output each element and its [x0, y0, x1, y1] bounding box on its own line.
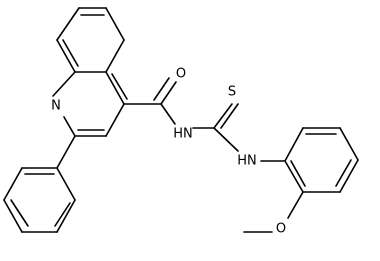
carbonyl-oxygen-label: O [176, 67, 186, 82]
carbonyl-group [123, 77, 177, 125]
thiocarbonyl-group [192, 103, 239, 152]
quinoline-pyridine-ring [52, 71, 128, 137]
phenyl-ring [3, 135, 76, 233]
thione-sulfur-label: S [228, 85, 236, 100]
ring-nitrogen-label: N [51, 99, 61, 114]
methoxyphenyl-ring [260, 127, 359, 193]
amide-nh-label: HN [173, 127, 193, 142]
quinoline-benzo-ring [56, 7, 125, 73]
thioamide-nh-label: HN [237, 154, 257, 169]
methoxy-oxygen-label: O [276, 222, 286, 237]
methoxy-group [243, 191, 304, 233]
